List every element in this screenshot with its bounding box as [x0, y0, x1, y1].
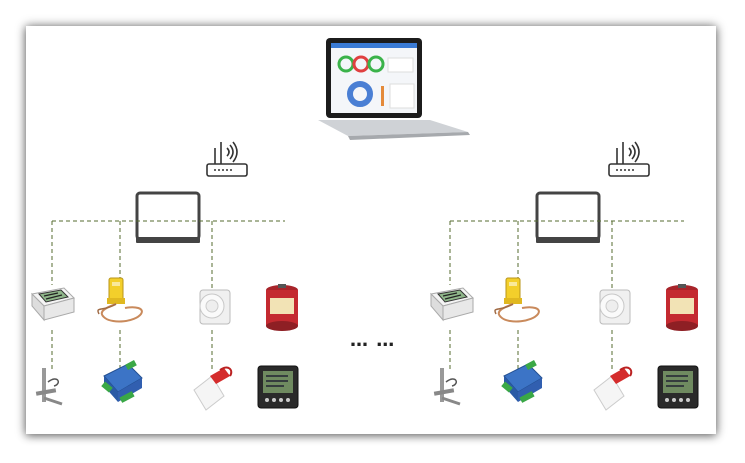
link-lines-right	[449, 220, 684, 372]
io-module-icon	[100, 359, 143, 404]
more-groups-ellipsis: … …	[350, 330, 396, 351]
laptop-icon	[318, 38, 470, 140]
wifi-router-icon-left	[206, 141, 248, 177]
door-contact-icon	[593, 366, 633, 411]
leak-detector-icon	[96, 277, 143, 323]
gateway-monitor-icon-left	[134, 191, 202, 245]
fire-extinguisher-icon	[266, 284, 298, 331]
door-contact-icon	[193, 366, 233, 411]
lcd-sensor-icon	[31, 287, 75, 321]
power-meter-icon	[257, 365, 299, 409]
smoke-detector-icon	[599, 289, 631, 325]
power-meter-icon	[657, 365, 699, 409]
smoke-detector-icon	[199, 289, 231, 325]
io-module-icon	[500, 359, 543, 404]
lcd-sensor-icon	[430, 287, 474, 321]
wifi-router-icon-right	[608, 141, 650, 177]
link-lines-left	[51, 220, 285, 372]
gateway-monitor-icon-right	[534, 191, 602, 245]
water-sensor-icon	[432, 366, 462, 406]
fire-extinguisher-icon	[666, 284, 698, 331]
leak-detector-icon	[493, 277, 540, 323]
water-sensor-icon	[34, 366, 64, 406]
